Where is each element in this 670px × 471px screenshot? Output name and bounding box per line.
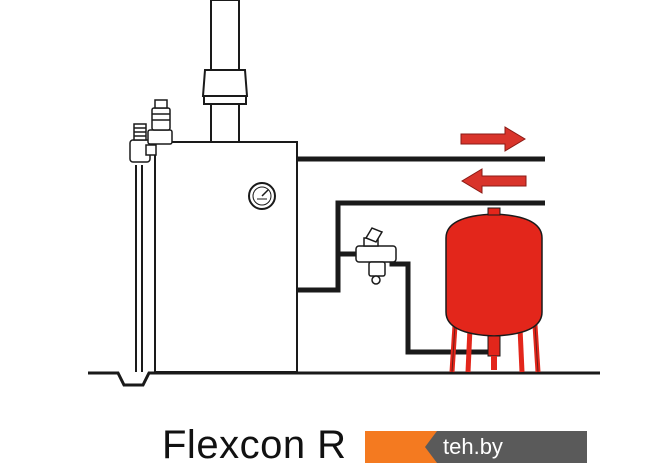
- return-pipe: [297, 200, 545, 293]
- floor-line: [88, 371, 600, 387]
- arrow-right-icon: [460, 126, 526, 152]
- safety-valve-icon: [129, 99, 173, 372]
- watermark-logo-icon: [365, 431, 437, 463]
- connection-valve-icon: [352, 227, 397, 285]
- boiler-icon: [154, 141, 298, 373]
- model-caption: Flexcon R: [162, 423, 347, 467]
- expansion-vessel-icon: [445, 207, 543, 373]
- pressure-gauge-icon: [248, 182, 276, 210]
- watermark-text: teh.by: [437, 431, 587, 463]
- arrow-left-icon: [461, 168, 527, 194]
- site-watermark: teh.by: [365, 431, 587, 463]
- chimney-icon: [201, 0, 249, 143]
